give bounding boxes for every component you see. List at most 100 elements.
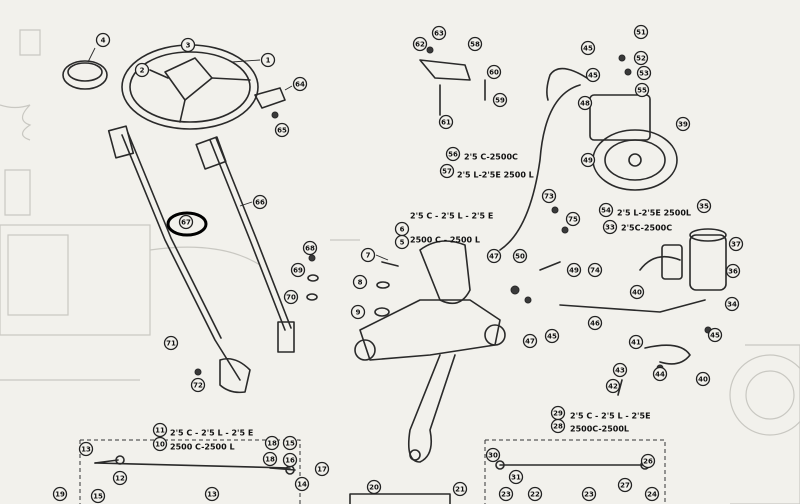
callout-c49: 49 — [580, 152, 596, 168]
callout-c12: 12 — [112, 470, 128, 486]
callout-circle — [652, 366, 668, 382]
callout-c72: 72 — [190, 377, 206, 393]
callout-number: 13 — [81, 446, 91, 454]
callout-c46: 46 — [587, 315, 603, 331]
callout-c50: 50 — [512, 248, 528, 264]
callout-number: 42 — [608, 383, 618, 391]
callout-number: 17 — [317, 466, 327, 474]
callout-number: 46 — [590, 320, 600, 328]
callout-c30: 30 — [485, 447, 501, 463]
callout-circle — [724, 296, 740, 312]
callout-number: 50 — [515, 253, 525, 261]
callout-number: 22 — [530, 491, 540, 499]
callout-circle — [492, 92, 508, 108]
callout-c49b: 49 — [566, 262, 582, 278]
callout-circle — [282, 435, 298, 451]
callout-number: 33 — [605, 224, 615, 232]
callout-number: 20 — [369, 484, 379, 492]
callout-circle — [498, 486, 514, 502]
callout-circle — [695, 371, 711, 387]
callout-number: 37 — [731, 241, 741, 249]
callout-c23b: 23 — [581, 486, 597, 502]
callout-number: 28 — [553, 423, 563, 431]
callout-number: 39 — [678, 121, 688, 129]
callout-number: 47 — [489, 253, 499, 261]
callout-circle — [252, 194, 268, 210]
callout-circle — [602, 219, 618, 235]
callout-circle — [78, 441, 94, 457]
callout-circle — [112, 470, 128, 486]
callout-circle — [264, 435, 280, 451]
callout-c42: 42 — [605, 378, 621, 394]
callout-c1: 1 — [260, 52, 276, 68]
model-label-m10: 2500 C-2500 L — [170, 443, 235, 452]
callout-circle — [438, 114, 454, 130]
callout-c15: 15 — [282, 435, 298, 451]
callout-circle — [90, 488, 106, 504]
callout-c37: 37 — [728, 236, 744, 252]
callout-c18b: 18 — [262, 451, 278, 467]
callout-number: 29 — [553, 410, 563, 418]
callout-c29: 29 — [550, 405, 566, 421]
callout-number: 52 — [636, 55, 646, 63]
callout-number: 1 — [266, 57, 271, 65]
steering-gear-box — [354, 240, 506, 463]
callout-number: 65 — [277, 127, 287, 135]
callout-c39: 39 — [675, 116, 691, 132]
callout-number: 23 — [501, 491, 511, 499]
callout-c54: 54 — [598, 202, 614, 218]
callout-c13: 13 — [78, 441, 94, 457]
callout-number: 36 — [728, 268, 738, 276]
horn-cap — [62, 47, 108, 90]
steering-column — [195, 136, 295, 353]
callout-circle — [580, 152, 596, 168]
callout-c9: 9 — [350, 304, 366, 320]
callout-c8: 8 — [352, 274, 368, 290]
callout-circle — [512, 248, 528, 264]
callout-number: 62 — [415, 41, 425, 49]
callout-c65: 65 — [274, 122, 290, 138]
callout-c62: 62 — [412, 36, 428, 52]
callout-c61: 61 — [438, 114, 454, 130]
callout-number: 47 — [525, 338, 535, 346]
callout-number: 45 — [547, 333, 557, 341]
callout-number: 3 — [186, 42, 191, 50]
callout-circle — [617, 477, 633, 493]
callout-number: 54 — [601, 207, 611, 215]
callout-number: 75 — [568, 216, 578, 224]
callout-number: 56 — [448, 151, 458, 159]
callout-number: 2 — [140, 67, 145, 75]
callout-c52: 52 — [633, 50, 649, 66]
callout-circle — [302, 240, 318, 256]
callout-circle — [152, 422, 168, 438]
callout-number: 34 — [727, 301, 737, 309]
callout-number: 71 — [166, 340, 176, 348]
callout-circle — [728, 236, 744, 252]
callout-circle — [636, 65, 652, 81]
callout-number: 61 — [441, 119, 451, 127]
callout-number: 64 — [295, 81, 305, 89]
callout-c74: 74 — [587, 262, 603, 278]
callout-number: 31 — [511, 474, 521, 482]
callout-c64: 64 — [292, 76, 308, 92]
pressure-hose — [499, 67, 591, 251]
callout-c19: 19 — [52, 486, 68, 502]
callout-circle — [445, 146, 461, 162]
return-hose — [559, 255, 706, 313]
callout-c6: 6 — [394, 221, 410, 237]
callout-c16: 16 — [282, 452, 298, 468]
callout-circle — [412, 36, 428, 52]
callout-number: 18 — [267, 440, 277, 448]
callout-c7: 7 — [360, 247, 376, 263]
callout-c28: 28 — [550, 418, 566, 434]
callout-c59: 59 — [492, 92, 508, 108]
callout-number: 55 — [637, 87, 647, 95]
callout-number: 15 — [285, 440, 295, 448]
callout-number: 60 — [489, 69, 499, 77]
callout-number: 6 — [400, 226, 405, 234]
callout-number: 70 — [286, 294, 296, 302]
callout-circle — [439, 163, 455, 179]
callout-circle — [274, 122, 290, 138]
highlight-ring — [166, 211, 208, 237]
callout-circle — [707, 327, 723, 343]
